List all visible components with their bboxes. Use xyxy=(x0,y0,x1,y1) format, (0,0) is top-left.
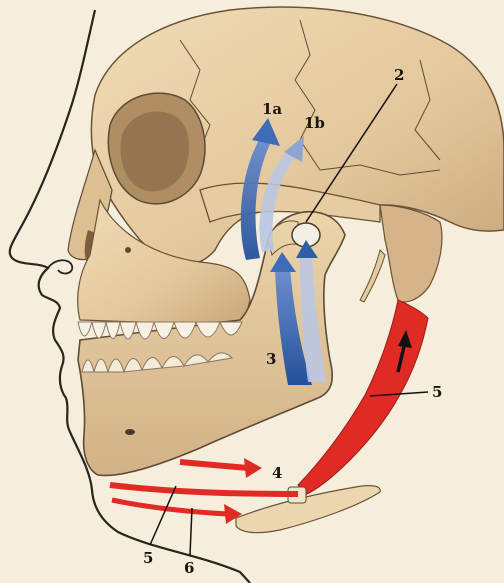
label-5-right: 5 xyxy=(432,383,442,401)
label-1b: 1b xyxy=(304,114,325,132)
label-5-bottom: 5 xyxy=(143,549,153,567)
label-1a: 1a xyxy=(262,100,282,118)
label-4: 4 xyxy=(272,464,282,482)
label-6: 6 xyxy=(184,559,194,577)
mental-foramen xyxy=(125,429,135,435)
label-2: 2 xyxy=(394,66,404,84)
infraorbital-foramen xyxy=(125,247,131,253)
label-3: 3 xyxy=(266,350,276,368)
